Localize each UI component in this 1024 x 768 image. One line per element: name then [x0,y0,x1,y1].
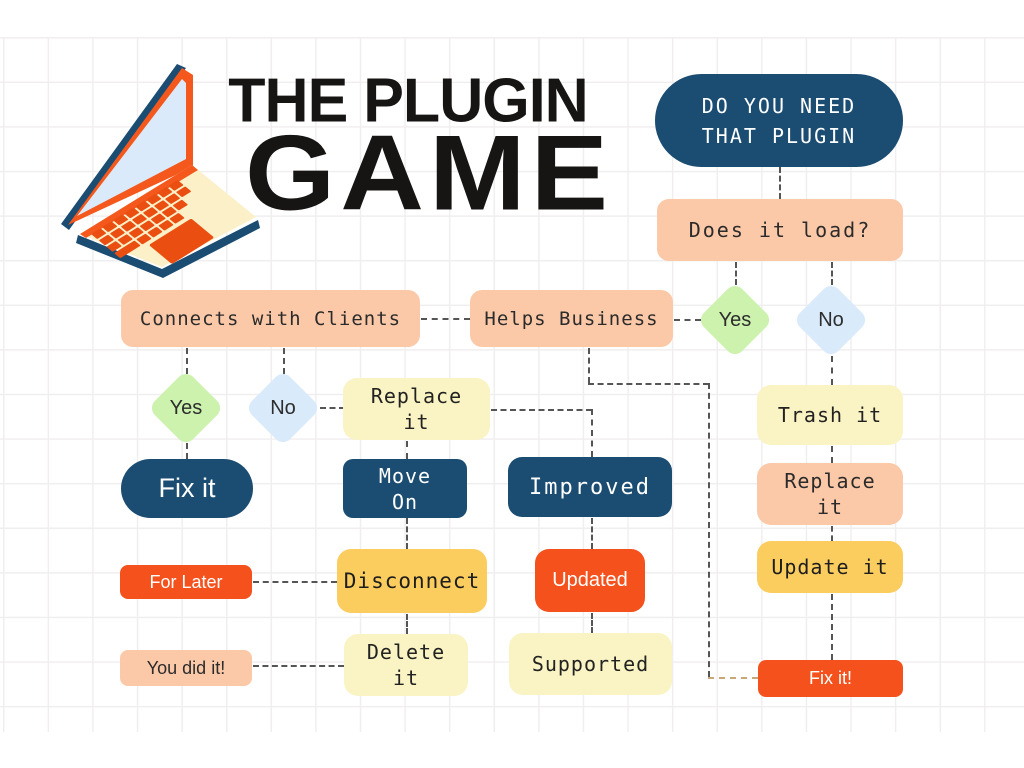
improved-node: Improved [508,457,672,517]
connector [491,409,592,411]
move-on-node: Move On [343,459,467,518]
connector [253,581,337,583]
connector [406,518,408,549]
yes-1-label: Yes [718,308,752,331]
connector [591,409,593,457]
connector [831,262,833,285]
connector [588,348,590,383]
page-title-line1: THE PLUGIN [228,65,588,135]
connector [831,446,833,463]
replace-2-node: Replace it [757,463,903,525]
connector [779,167,781,199]
do-you-need-node: DO YOU NEED THAT PLUGIN [655,74,903,167]
connects-node: Connects with Clients [121,290,420,347]
replace-1-node: Replace it [343,378,490,440]
connector [186,443,188,459]
fix-it-1-node: Fix it [121,459,253,518]
connector [283,348,285,374]
connector [186,348,188,374]
connector [831,594,833,660]
for-later-node: For Later [120,565,252,599]
no-1-label: No [818,308,844,331]
update-it-node: Update it [757,541,903,593]
connector [588,383,709,385]
connector [708,677,758,679]
connector [320,407,345,409]
connector [406,441,408,459]
disconnect-node: Disconnect [337,549,487,613]
connector [591,613,593,633]
trash-it-node: Trash it [757,385,903,445]
no-2-label: No [270,396,296,419]
connector [253,665,344,667]
updated-node: Updated [535,549,645,612]
yes-2-label: Yes [169,396,203,419]
supported-node: Supported [509,633,672,695]
you-did-it-node: You did it! [120,650,252,686]
connector [735,262,737,285]
laptop-icon [61,64,260,278]
connector [831,526,833,541]
page-title-line2: GAME [245,112,613,233]
connector [591,518,593,549]
no-1-node: No [792,281,870,359]
yes-2-node: Yes [147,369,225,447]
helps-node: Helps Business [470,290,673,347]
fix-it-2-node: Fix it! [758,660,903,697]
no-2-node: No [244,369,322,447]
yes-1-node: Yes [696,281,774,359]
connector [708,383,710,677]
delete-it-node: Delete it [344,634,468,696]
connector [831,356,833,385]
connector [421,318,470,320]
connector [406,614,408,634]
does-it-load-node: Does it load? [657,199,903,261]
connector [674,319,701,321]
